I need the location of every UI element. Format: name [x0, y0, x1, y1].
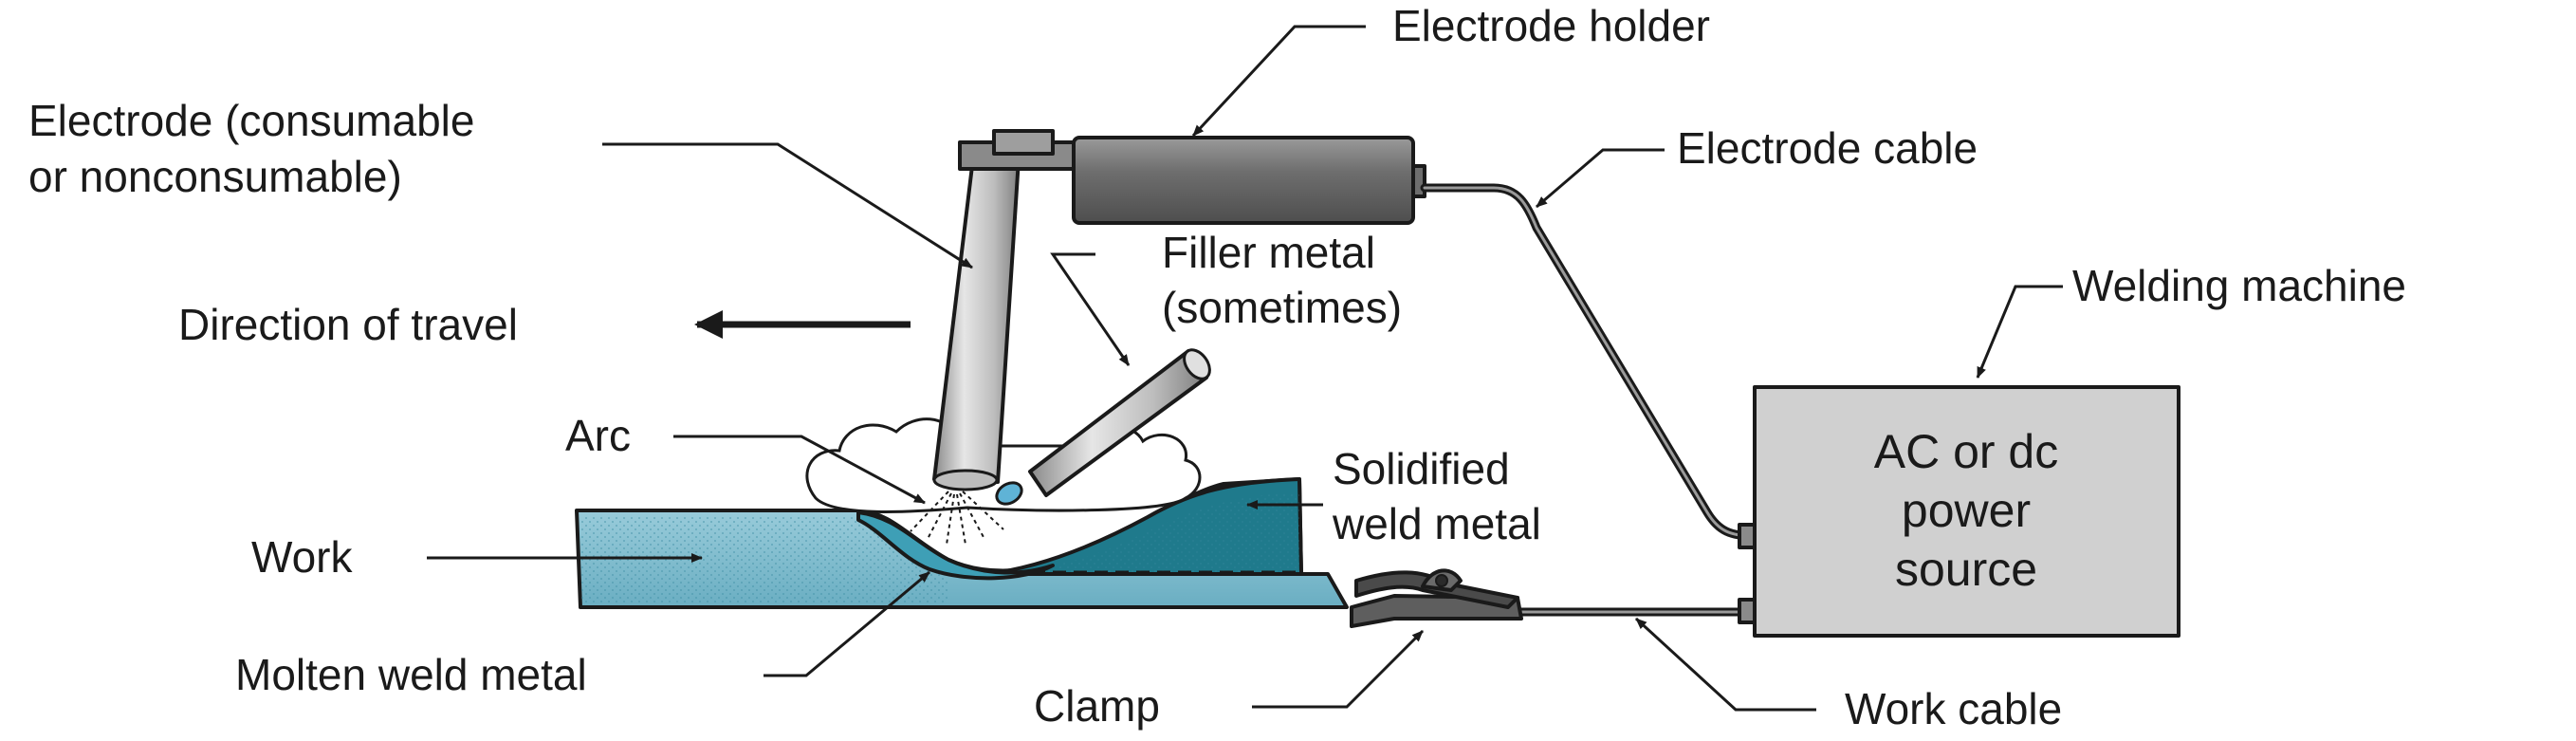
- label-clamp: Clamp: [1034, 681, 1160, 731]
- power-source-line1: AC or dc: [1874, 425, 2059, 478]
- filler-rod: [995, 348, 1211, 506]
- welding-machine: AC or dc power source: [1738, 385, 2180, 638]
- label-electrode-holder: Electrode holder: [1392, 1, 1710, 50]
- label-work: Work: [251, 532, 353, 582]
- label-direction-of-travel: Direction of travel: [178, 300, 518, 349]
- labels: Electrode holder Electrode (consumable o…: [28, 1, 2406, 733]
- label-filler-line2: (sometimes): [1162, 283, 1402, 332]
- molten-pool: [856, 510, 1055, 581]
- label-solidified-line1: Solidified: [1333, 444, 1510, 493]
- filler-droplet: [995, 481, 1023, 506]
- leader-lines: [427, 25, 2063, 712]
- label-work-cable: Work cable: [1845, 684, 2062, 733]
- label-molten-weld-metal: Molten weld metal: [235, 650, 587, 699]
- electrode-rod: [932, 140, 1021, 491]
- label-electrode-line2: or nonconsumable): [28, 152, 402, 201]
- arc-rays: [910, 491, 1004, 546]
- power-source-line3: source: [1895, 543, 2037, 596]
- power-source-line2: power: [1902, 484, 2031, 537]
- clamp: [1350, 568, 1523, 628]
- electrode-cable: [1420, 183, 1759, 541]
- electrode-holder: [958, 129, 1426, 225]
- label-welding-machine: Welding machine: [2072, 261, 2406, 310]
- label-arc: Arc: [565, 411, 631, 460]
- label-filler-line1: Filler metal: [1162, 228, 1375, 277]
- label-electrode-line1: Electrode (consumable: [28, 96, 474, 145]
- weld-bead-stipple: [1005, 493, 1299, 573]
- label-solidified-line2: weld metal: [1332, 499, 1541, 548]
- label-electrode-cable: Electrode cable: [1677, 123, 1978, 173]
